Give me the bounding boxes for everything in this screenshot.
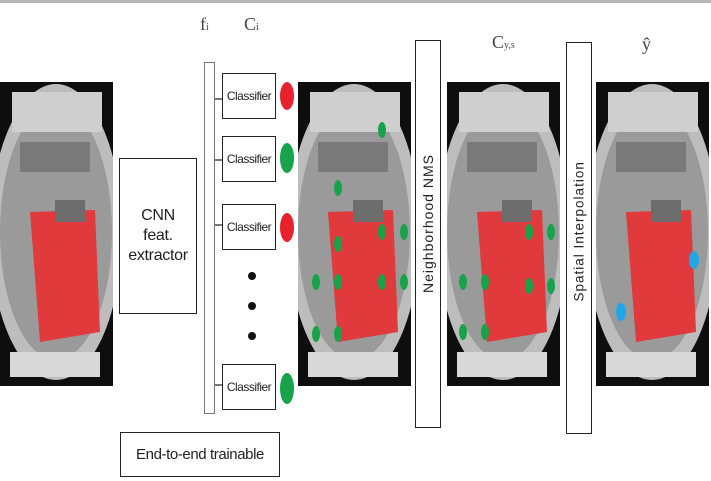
classifier-status-dot (280, 373, 294, 404)
feature-tick (215, 159, 222, 161)
ellipsis-dot (248, 332, 256, 340)
feature-tick (215, 384, 222, 386)
feature-tick (215, 224, 222, 226)
spatial-interpolation-label: Spatial Interpolation (571, 161, 587, 302)
end-to-end-trainable-label: End-to-end trainable (136, 446, 264, 463)
prediction-label: ŷ (642, 34, 651, 54)
classifier-output-label: Ci (244, 14, 259, 34)
feature-label: fi (200, 14, 209, 34)
spatial-interpolation-box (566, 42, 592, 434)
nms-output-image (447, 82, 560, 386)
neighborhood-nms-label: Neighborhood NMS (420, 154, 436, 293)
feature-tick (215, 98, 222, 100)
neighborhood-nms-box (415, 40, 441, 428)
top-border (0, 0, 711, 3)
input-fisheye-image (0, 82, 113, 386)
classifier-box: Classifier (222, 364, 276, 410)
feat-extractor-label: feat. extractor (128, 227, 188, 264)
cnn-feature-extractor-box: CNN feat. extractor (119, 158, 197, 314)
classifier-status-dot (280, 82, 294, 110)
classifier-output-image (298, 82, 411, 386)
cnn-label: CNN (141, 207, 175, 224)
ellipsis-dot (248, 302, 256, 310)
classifier-box: Classifier (222, 204, 276, 250)
classifier-status-dot (280, 143, 294, 173)
classifier-box: Classifier (222, 136, 276, 182)
final-prediction-image (596, 82, 709, 386)
end-to-end-trainable-box: End-to-end trainable (120, 432, 280, 477)
classifier-status-dot (280, 213, 294, 242)
classifier-box: Classifier (222, 73, 276, 119)
feature-vector (204, 62, 215, 414)
nms-output-label: Cy,s (492, 32, 515, 52)
ellipsis-dot (248, 272, 256, 280)
